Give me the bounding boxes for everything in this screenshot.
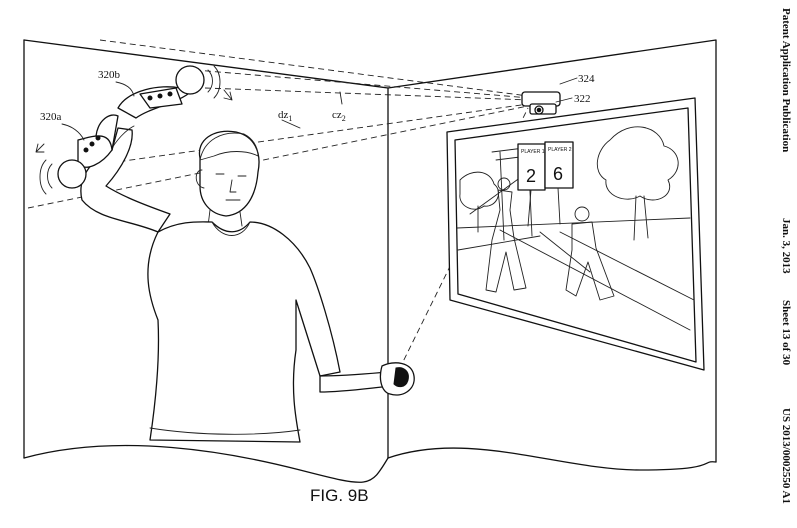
player2-label: PLAYER 2 xyxy=(548,147,572,153)
reference-labels: 320b 320a 324 322 dz1 cz2 xyxy=(40,69,595,141)
header-patent-number: US 2013/0002550 A1 xyxy=(780,408,792,504)
television xyxy=(446,97,705,371)
label-320b: 320b xyxy=(98,69,121,81)
patent-header: Patent Application Publication Jan. 3, 2… xyxy=(780,8,792,504)
label-dz1: dz1 xyxy=(278,109,292,123)
room-walls xyxy=(23,39,717,483)
label-dz1-sub: 1 xyxy=(288,114,292,123)
header-publication: Patent Application Publication xyxy=(780,8,792,152)
player1-label: PLAYER 1 xyxy=(521,149,545,155)
header-date: Jan. 3, 2013 xyxy=(780,218,792,274)
label-324: 324 xyxy=(578,73,595,85)
header-sheet: Sheet 13 of 30 xyxy=(780,300,792,366)
camera-device xyxy=(521,77,578,115)
label-320a: 320a xyxy=(40,111,62,123)
player2-score: 6 xyxy=(553,164,563,184)
label-322: 322 xyxy=(574,93,591,105)
controller-320b xyxy=(117,65,233,119)
player1-panel xyxy=(517,143,546,191)
player2-panel xyxy=(544,141,574,189)
scoreboard: PLAYER 1 PLAYER 2 2 6 xyxy=(517,141,574,227)
controller-320a xyxy=(35,114,119,195)
person xyxy=(80,125,415,443)
figure-caption: FIG. 9B xyxy=(310,486,369,505)
player1-score: 2 xyxy=(526,166,536,186)
label-dz1-main: dz xyxy=(278,109,289,121)
label-cz2-main: cz xyxy=(332,109,342,121)
label-cz2-sub: 2 xyxy=(342,114,346,123)
label-cz2: cz2 xyxy=(332,109,346,123)
